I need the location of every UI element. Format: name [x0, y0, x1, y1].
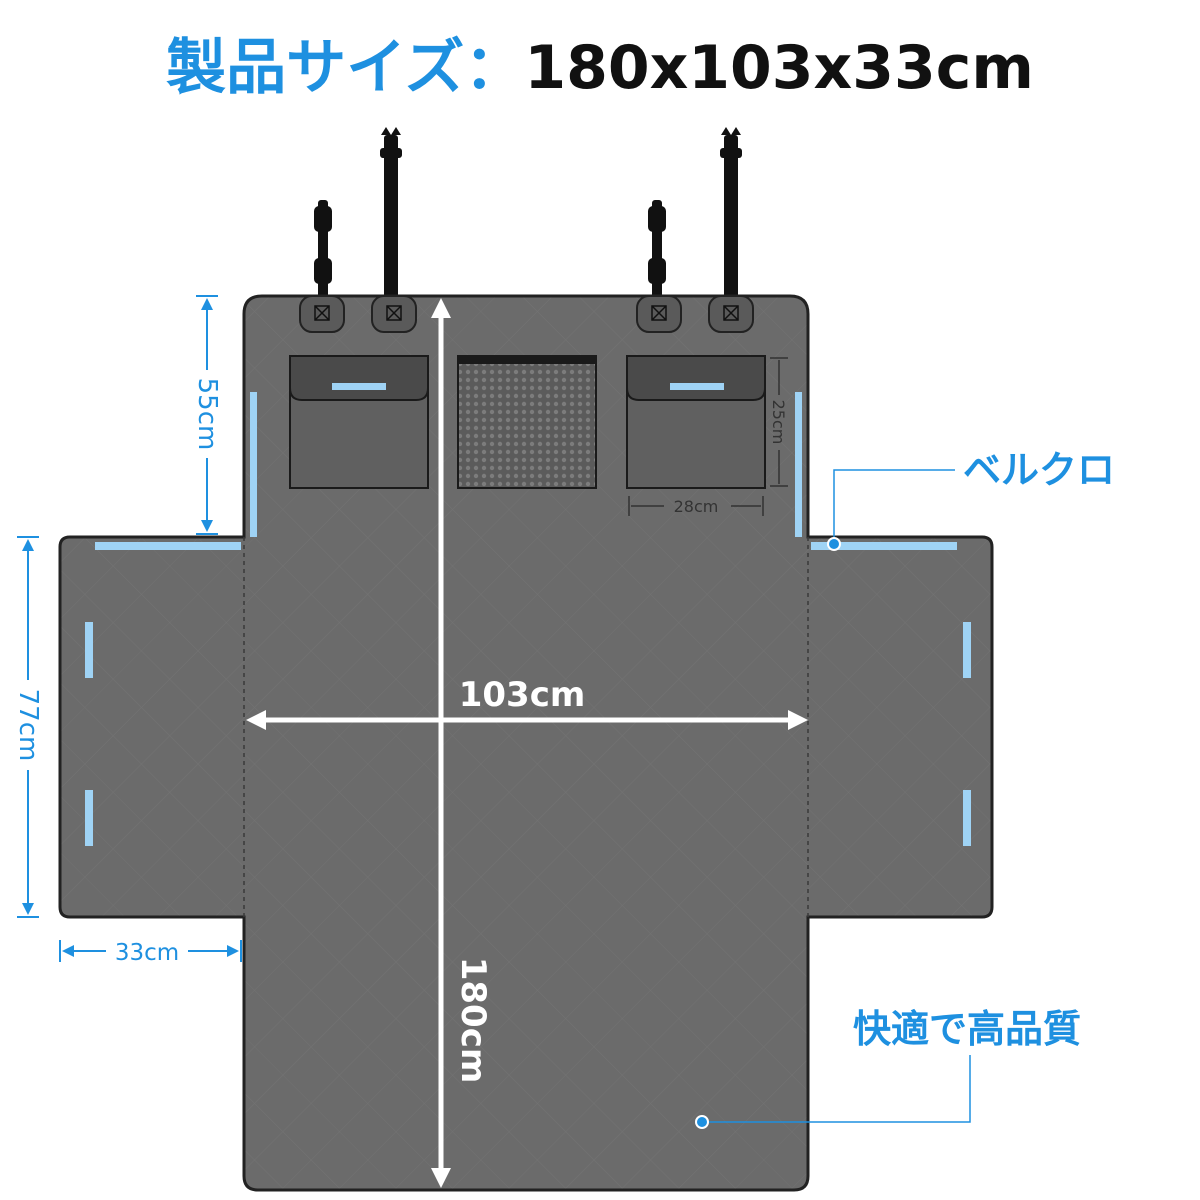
quality-callout	[695, 1055, 971, 1129]
storage-pocket-right	[626, 355, 766, 489]
strap-right-long	[720, 127, 742, 310]
main-dimension-arrows	[246, 298, 808, 1188]
side-height-label: 55cm	[192, 378, 222, 451]
velcro-label: ベルクロ	[963, 448, 1115, 492]
page-title: 製品サイズ：180x103x33cm	[0, 28, 1200, 108]
strap-left-long	[380, 127, 402, 310]
quality-label: 快適で高品質	[853, 1007, 1081, 1051]
flap-width-label: 33cm	[115, 940, 179, 966]
strap-right-short	[648, 200, 666, 310]
velcro-strips	[85, 392, 971, 846]
width-label: 103cm	[459, 675, 586, 715]
flap-height-dimension	[17, 536, 39, 918]
pocket-height-label: 25cm	[769, 400, 788, 445]
title-size-value: 180x103x33cm	[524, 33, 1034, 103]
pocket-height-dimension	[770, 357, 788, 487]
headrest-straps	[314, 127, 742, 310]
pocket-width-label: 28cm	[674, 497, 719, 516]
velcro-callout	[827, 469, 955, 551]
anchor-buckle-icons	[314, 305, 739, 321]
pocket-width-dimension	[628, 496, 764, 516]
side-height-dimension	[196, 295, 218, 535]
seat-cover-mat	[58, 294, 994, 1192]
flap-height-label: 77cm	[13, 689, 43, 762]
flap-width-dimension	[59, 940, 242, 962]
storage-pocket-left	[289, 355, 429, 489]
length-label: 180cm	[453, 957, 493, 1084]
mesh-pocket	[457, 355, 597, 489]
title-label: 製品サイズ：	[166, 33, 525, 103]
strap-left-short	[314, 200, 332, 310]
